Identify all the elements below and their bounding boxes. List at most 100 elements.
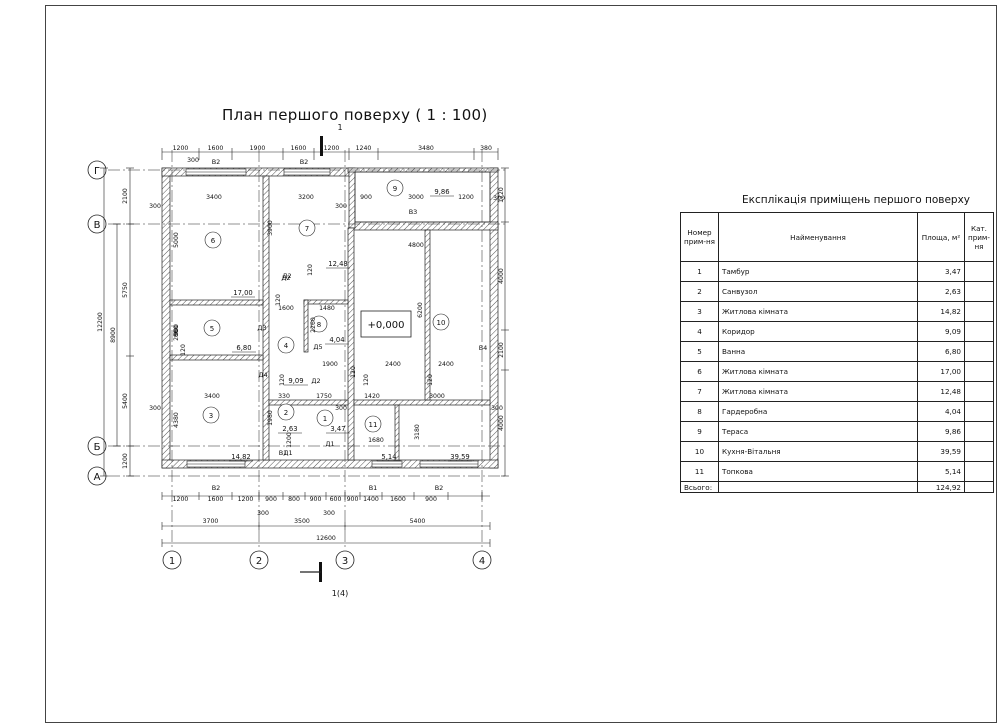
room-area: 9,09 [288,377,303,385]
room-area: 17,00 [233,289,252,297]
dimension: 4000 [498,268,505,284]
opening-mark: Д1 [325,440,334,448]
table-cell-category [964,441,994,462]
dimension: 300 [257,510,269,517]
opening-mark: В1 [369,484,378,492]
dimension: 900 [265,496,277,503]
table-cell-category [964,401,994,422]
opening-mark: Д1 [283,449,292,457]
table-cell-area: 17,00 [917,361,965,382]
axis-bubble [87,160,107,180]
table-cell-name: Тамбур [718,261,918,282]
dimension: 800 [288,496,300,503]
axis-bubble [87,436,107,456]
dimension: 3900 [267,220,274,236]
walls [161,167,499,469]
room-area: 39,59 [450,453,469,461]
axis-label: В [94,220,101,231]
total-category [964,481,994,493]
table-cell-num: 4 [680,321,719,342]
dimension: 85 [173,329,180,337]
dimension: 300 [335,405,347,412]
axis-label: А [94,472,101,483]
dimension: 2100 [498,342,505,358]
table-cell-area: 14,82 [917,301,965,322]
header-category: Кат. прим-ня [964,212,994,262]
dimension: 300 [323,510,335,517]
table-cell-area: 2,63 [917,281,965,302]
opening-mark: В2 [435,484,444,492]
wall [161,459,499,469]
level-mark: +0,000 [367,320,404,331]
dimension: 3400 [204,393,220,400]
wall [169,354,264,361]
table-cell-category [964,381,994,402]
table-cell-name: Житлова кімната [718,301,918,322]
dimension: 120 [279,374,286,386]
total-empty [718,481,918,493]
dimension: 1600 [208,496,224,503]
dimension: 1400 [363,496,379,503]
table-cell-area: 5,14 [917,461,965,482]
dimension: 900 [173,324,180,336]
table-cell-name: Санвузол [718,281,918,302]
room-bubble [277,403,295,421]
dimension: 1900 [250,145,266,152]
axis-label: 4 [479,556,485,567]
dimension: 1600 [390,496,406,503]
table-cell-name: Тераса [718,421,918,442]
total-label: Всього: [680,481,719,493]
table-cell-num: 6 [680,361,719,382]
table-cell-category [964,341,994,362]
dimension: 120 [363,374,370,386]
dimension: 2100 [122,188,129,204]
dimension: 300 [187,157,199,164]
dimension: 1200 [122,453,129,469]
terrace-outline [354,171,491,223]
header-number: Номер прим-ня [680,212,719,262]
room-bubble [386,179,404,197]
table-cell-name: Коридор [718,321,918,342]
drawing-frame [45,5,997,723]
dimension: 900 [310,496,322,503]
table-cell-num: 10 [680,441,719,462]
table-cell-name: Ванна [718,341,918,362]
dimension: 1480 [319,305,335,312]
opening-mark: Д3 [257,324,266,332]
table-cell-area: 12,48 [917,381,965,402]
room-area: 14,82 [231,453,250,461]
room-number: 11 [369,421,378,429]
table-total-row: Всього:124,92 [680,481,994,493]
dimension-lines [87,136,509,582]
dimension: 1900 [322,361,338,368]
wall [424,229,431,401]
room-bubble [316,409,334,427]
dimension: 4800 [408,242,424,249]
room-area: 5,14 [381,453,396,461]
dimension: 300 [491,405,503,412]
dimension: 2400 [385,361,401,368]
table-cell-area: 9,09 [917,321,965,342]
opening-mark: В3 [409,208,418,216]
dimension: 330 [278,393,290,400]
dimension: 5400 [122,393,129,409]
table-cell-area: 6,80 [917,341,965,362]
table-cell-category [964,421,994,442]
dimension: 3500 [294,518,310,525]
room-number: 10 [437,319,446,327]
wall [161,167,171,469]
opening-mark: Д2 [281,274,290,282]
dimension: 1200 [324,145,340,152]
dimension: 1240 [356,145,372,152]
room-bubble [364,415,382,433]
room-number: 6 [211,237,216,245]
axis-bubble [472,550,492,570]
opening-mark: В2 [212,158,221,166]
